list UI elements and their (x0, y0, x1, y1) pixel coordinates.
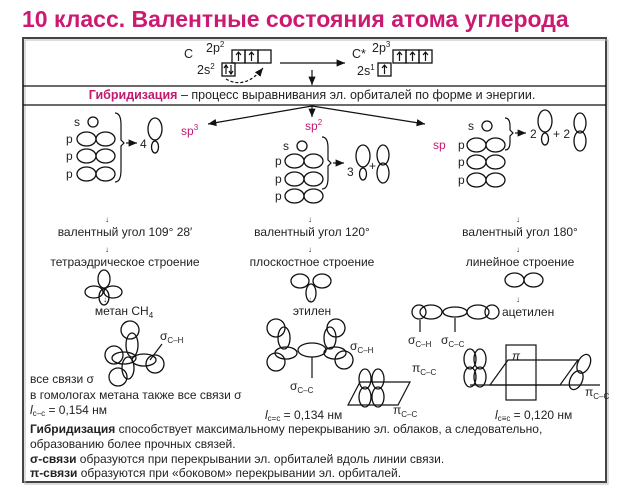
p-label: p (458, 173, 465, 187)
sigma-cc-label: σC–C (441, 333, 465, 349)
down-arrow-icon: ↓ (103, 295, 107, 304)
p-label: p (458, 155, 465, 169)
sp-label: sp (433, 138, 446, 152)
methane-orbitals-icon (104, 320, 165, 387)
footer-line-3: σ-связи образуются при перекрывании эл. … (30, 452, 444, 466)
up-arrow-icon (235, 51, 255, 61)
frame-shadow (24, 39, 609, 485)
acetylene-label: ацетилен (502, 305, 554, 319)
sigma-cc-label: σC–C (290, 379, 314, 395)
paired-arrows-icon (223, 63, 234, 76)
s-orbital-icon (296, 140, 308, 152)
s-level-excited-label: 2s1 (357, 63, 375, 78)
sp-bond-length: lc≡c = 0,120 нм (495, 408, 572, 423)
s-level-label: 2s2 (197, 62, 215, 77)
p-label: p (275, 154, 282, 168)
orbital-count: 4 (140, 137, 147, 151)
pointer-line (149, 343, 163, 361)
p-cell-3 (418, 49, 433, 64)
brace-icon (504, 117, 514, 151)
excited-state-config: C* 2p3 2s1 (352, 40, 433, 78)
excited-atom-label: C* (352, 47, 366, 61)
up-arrow-icon (396, 51, 429, 61)
sp3-angle: валентный угол 109° 28′ (58, 225, 193, 239)
sp3-label: sp3 (181, 123, 199, 138)
sigma-ch-label: σC–H (350, 339, 374, 355)
ground-atom-label: C (184, 47, 193, 61)
footer-notes: Гибридизация способствует максимальному … (30, 422, 542, 480)
p-label: p (66, 167, 73, 181)
orbital-count: 3 (347, 165, 354, 179)
down-arrow-icon: ↓ (308, 245, 312, 254)
ethylene-pi-bond-icon (347, 368, 411, 408)
sigma-ch-label: σC–H (408, 333, 432, 349)
sp3-structure: тетраэдрическое строение (50, 255, 200, 269)
s-label: s (283, 139, 289, 153)
p-label: p (458, 138, 465, 152)
footer-line-2: образованию более прочных связей. (30, 437, 236, 451)
pi-small-label: π (512, 349, 521, 363)
down-arrow-icon: ↓ (516, 245, 520, 254)
sp-column: sp s p p p 2 + 2 ↓ валентный угол 180° ↓… (408, 109, 610, 423)
down-arrow-icon: ↓ (105, 215, 109, 224)
p-cell-3 (257, 49, 272, 64)
sp3-note-homologs: в гомологах метана также все связи σ (30, 388, 242, 402)
sp3-note-all-sigma: все связи σ (30, 372, 95, 386)
brace-icon (114, 112, 125, 183)
sp-angle: валентный угол 180° (462, 225, 578, 239)
s-cell (377, 62, 392, 77)
s-cell (221, 62, 236, 77)
sp-structure: линейное строение (466, 255, 575, 269)
down-arrow-icon: ↓ (308, 295, 312, 304)
sp2-label: sp2 (305, 118, 323, 133)
tetrahedral-shape-icon (84, 269, 123, 306)
methane-label: метан CH4 (95, 304, 154, 320)
s-label: s (468, 119, 474, 133)
brace-icon (321, 136, 332, 190)
p-label: p (275, 172, 282, 186)
sp2-angle: валентный угол 120° (254, 225, 370, 239)
arrow-to-sp3-icon (207, 105, 313, 127)
pi-cc-left-label: πC–C (412, 361, 437, 377)
orbital-count: 2 (530, 127, 537, 141)
sp2-structure: плоскостное строение (250, 255, 375, 269)
pi-cc-right-label: πC–C (585, 385, 610, 401)
sp3-bond-length: lc–c = 0,154 нм (30, 403, 107, 418)
down-arrow-icon: ↓ (308, 215, 312, 224)
down-arrow-icon: ↓ (516, 215, 520, 224)
plus-sign: + (369, 159, 376, 173)
up-arrow-icon (381, 64, 388, 74)
p-level-excited-label: 2p3 (372, 40, 391, 55)
s-orbital-icon (87, 116, 99, 128)
sp2-bond-length: lc=c = 0,134 нм (265, 408, 342, 423)
trigonal-shape-icon (290, 273, 332, 303)
footer-line-4: π-связи образуются при «боковом» перекры… (30, 466, 401, 480)
acetylene-orbitals-icon (411, 304, 500, 320)
page-title: 10 класс. Валентные состояния атома угле… (22, 6, 569, 32)
sp2-column: sp2 s p p p 3 + ↓ валентный угол 120° ↓ … (250, 118, 418, 423)
ethylene-label: этилен (293, 304, 331, 318)
arrow-to-sp-icon (311, 105, 426, 127)
acetylene-pi-bonds-icon (463, 344, 600, 401)
plus-sign: + 2 (553, 127, 570, 141)
s-orbital-icon (481, 120, 493, 132)
hybridization-definition: Гибридизация – процесс выравнивания эл. … (89, 88, 536, 102)
down-arrow-icon: ↓ (516, 295, 520, 304)
ground-state-config: C 2p2 2s2 (184, 40, 272, 84)
down-arrow-icon: ↓ (105, 245, 109, 254)
sp3-column: s p p p 4 sp3 ↓ валентный угол 109° 28′ … (30, 112, 242, 418)
p-level-label: 2p2 (206, 40, 225, 55)
p-label: p (66, 132, 73, 146)
sigma-ch-label: σC–H (160, 329, 184, 345)
s-label: s (74, 115, 80, 129)
p-label: p (66, 149, 73, 163)
pi-cc-label: πC–C (393, 403, 418, 419)
p-label: p (275, 189, 282, 203)
footer-line-1: Гибридизация способствует максимальному … (30, 422, 542, 436)
